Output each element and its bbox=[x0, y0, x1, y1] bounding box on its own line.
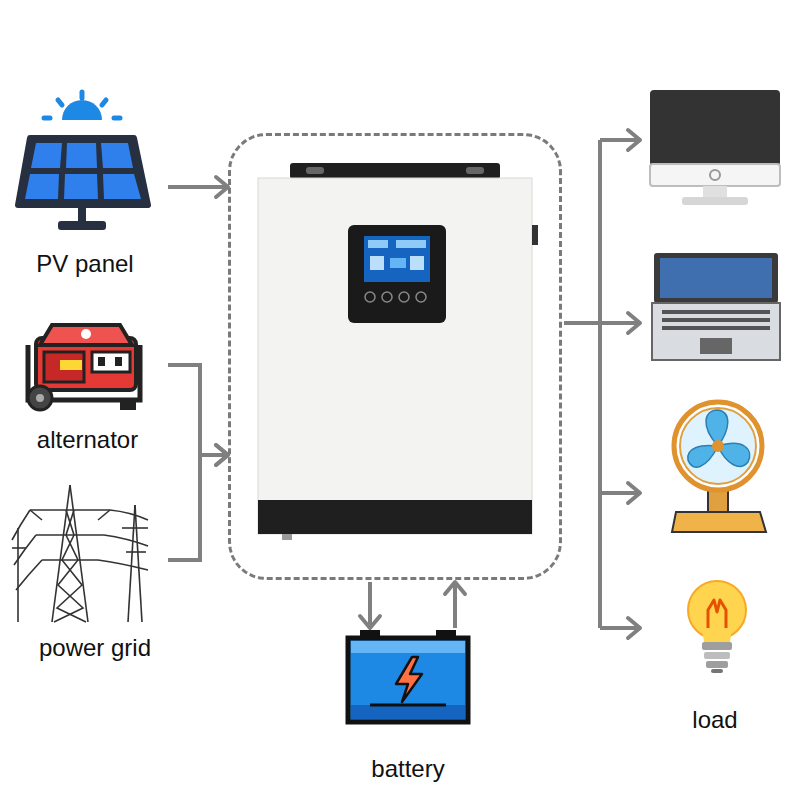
arrow-head bbox=[628, 130, 640, 150]
node-label: battery bbox=[369, 755, 446, 783]
arrow-head bbox=[216, 177, 228, 197]
connector-line bbox=[453, 582, 457, 628]
node-label: load bbox=[690, 706, 739, 734]
connector bbox=[360, 582, 380, 628]
node-label: PV panel bbox=[34, 250, 135, 278]
connector bbox=[168, 365, 228, 465]
load-node: load bbox=[640, 84, 790, 734]
arrow-head bbox=[628, 618, 640, 638]
laptop-icon bbox=[652, 253, 780, 360]
connector bbox=[168, 177, 228, 197]
inverter-device bbox=[258, 163, 538, 540]
node-label: power grid bbox=[37, 634, 153, 662]
connector-line bbox=[368, 582, 372, 628]
connector-line bbox=[598, 140, 602, 628]
arrow-head bbox=[628, 483, 640, 503]
connector-line bbox=[168, 185, 228, 189]
source-node: power grid bbox=[15, 482, 175, 662]
alternator-icon bbox=[28, 325, 140, 410]
connector bbox=[168, 445, 228, 560]
connector-line bbox=[600, 626, 640, 630]
battery-node: battery bbox=[325, 628, 491, 783]
arrow-head bbox=[360, 616, 380, 628]
arrow-head bbox=[216, 445, 228, 465]
inverter-box bbox=[228, 133, 562, 580]
node-label: alternator bbox=[35, 426, 140, 454]
power-grid-icon bbox=[12, 485, 148, 622]
connector bbox=[445, 582, 465, 628]
computer-icon bbox=[650, 90, 780, 205]
source-node: alternator bbox=[15, 318, 160, 454]
connector-line bbox=[600, 491, 640, 495]
arrow-head bbox=[445, 582, 465, 594]
battery-icon bbox=[348, 630, 468, 722]
connector bbox=[564, 130, 640, 638]
connector-line bbox=[600, 138, 640, 142]
pv-panel-icon bbox=[18, 92, 148, 230]
bulb-icon bbox=[688, 581, 746, 673]
source-node: PV panel bbox=[15, 86, 155, 278]
fan-icon bbox=[672, 402, 766, 532]
connector-line bbox=[168, 365, 228, 455]
connector-line bbox=[168, 455, 228, 560]
arrow-head bbox=[628, 313, 640, 333]
